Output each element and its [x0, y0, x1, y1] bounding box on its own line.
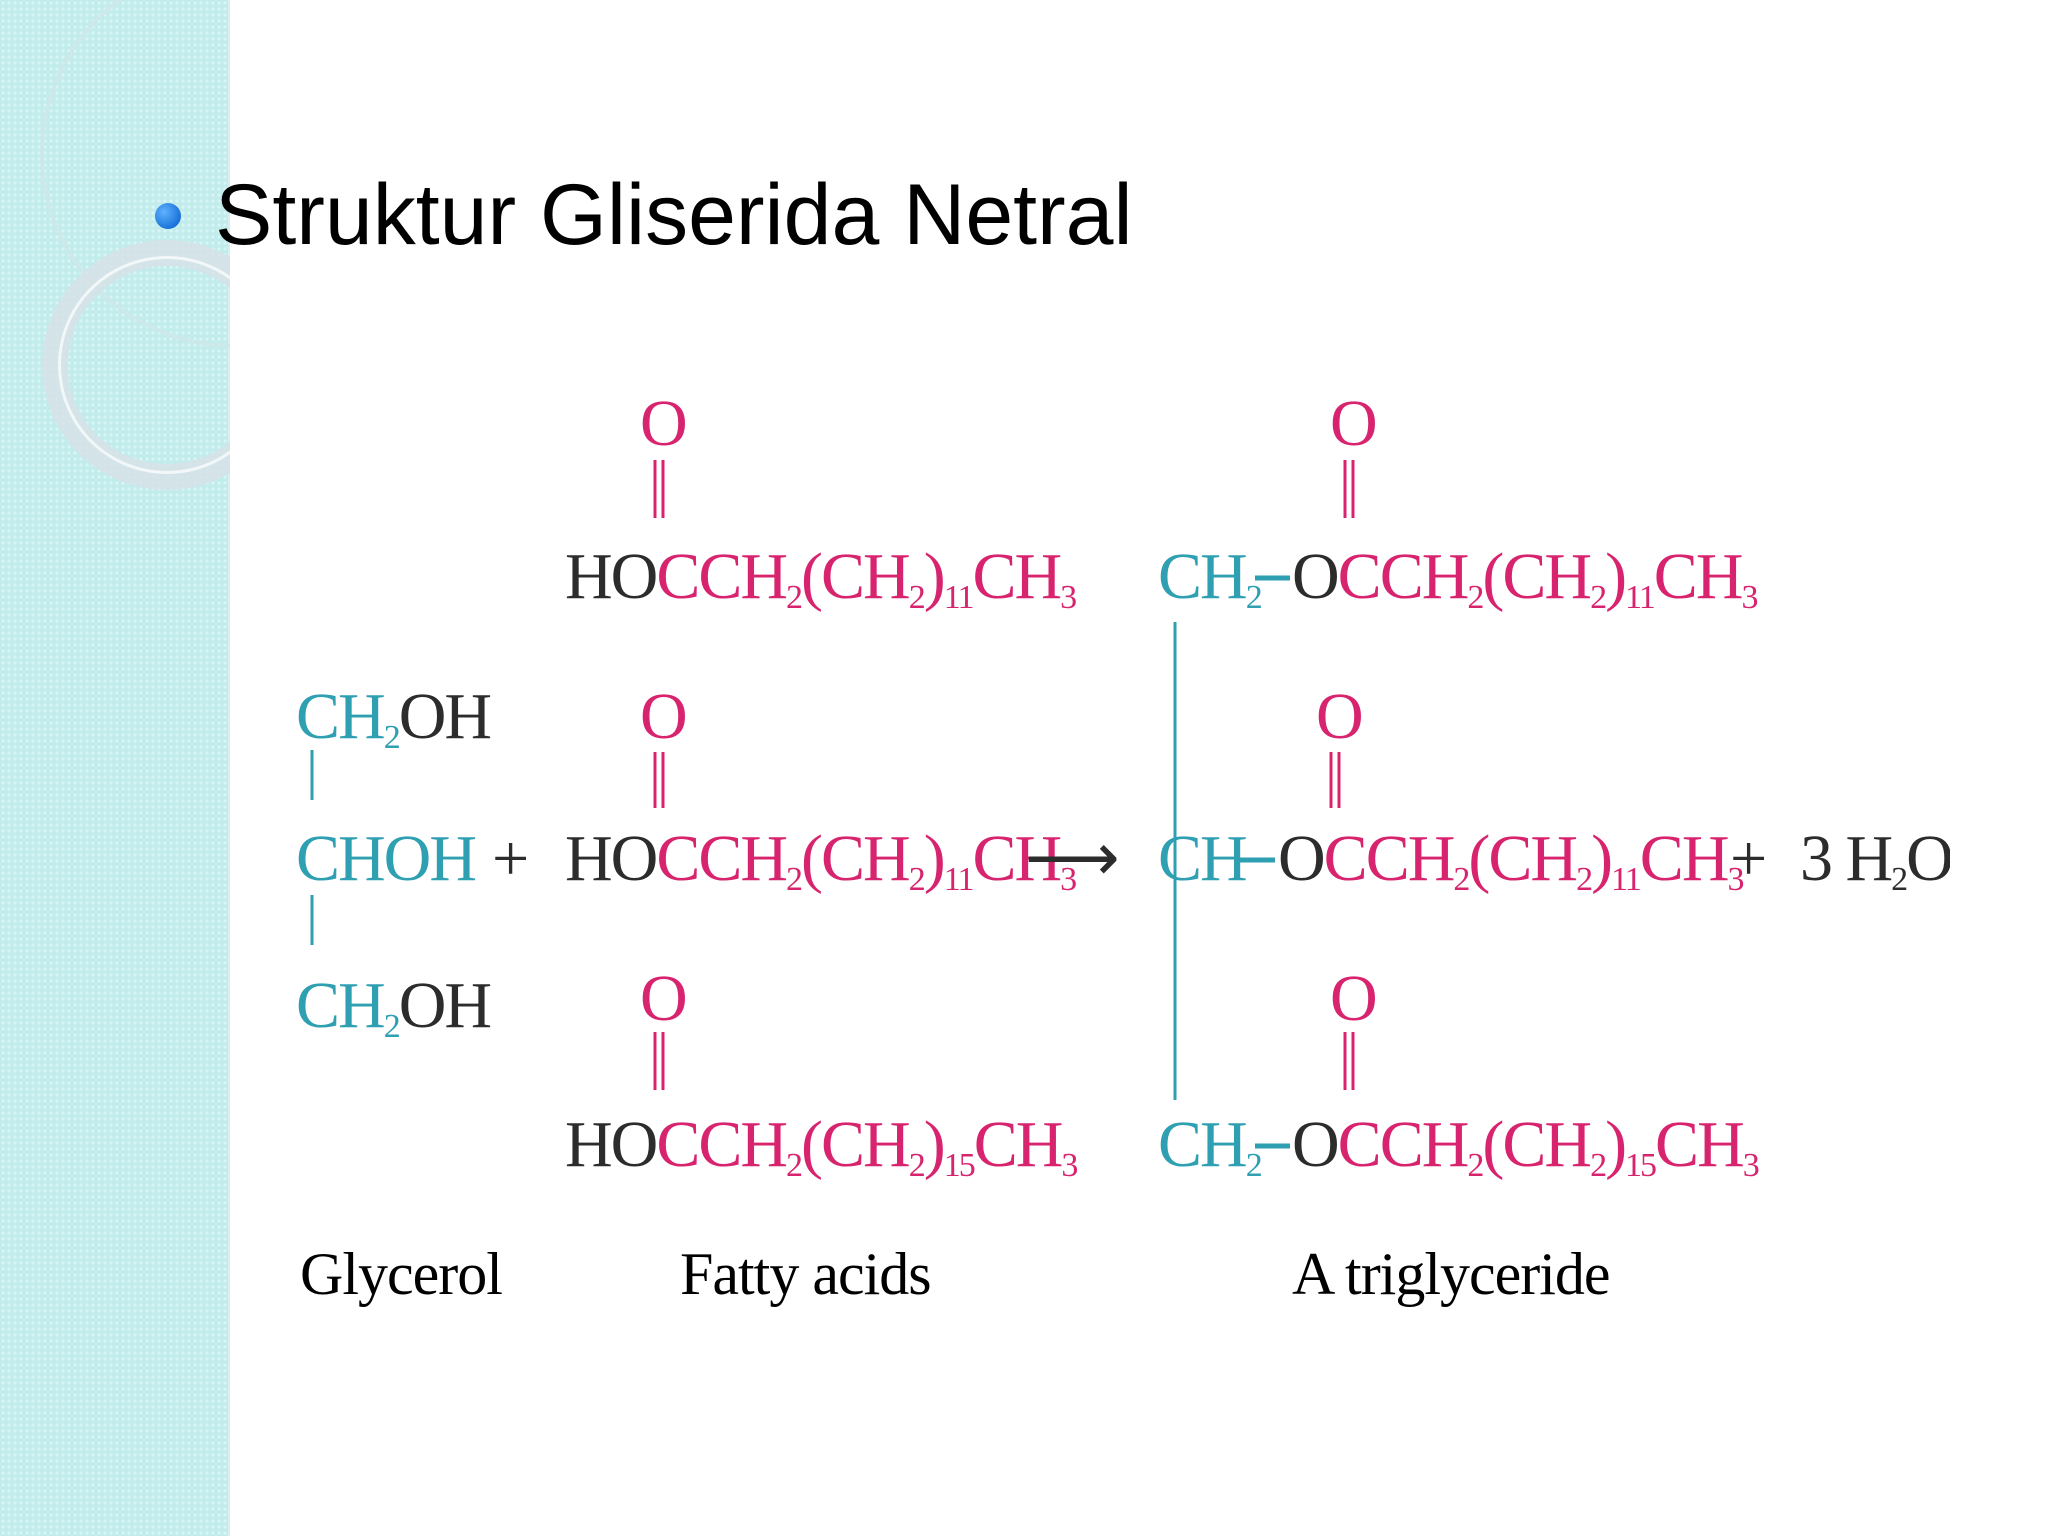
- slide-title: Struktur Gliserida Netral: [215, 167, 1133, 263]
- plus-sign-1: +: [492, 822, 527, 895]
- fatty-acids: O HOCCH2(CH2)11CH3 O HOCCH2(CH2)11CH3 O …: [565, 387, 1079, 1307]
- triglyceride-backbone-3: CH2: [1158, 1108, 1262, 1184]
- fatty-acid-3: HOCCH2(CH2)15CH3: [565, 1108, 1077, 1184]
- fatty-acid-2: HOCCH2(CH2)11CH3: [565, 822, 1076, 898]
- plus-sign-2: +: [1730, 822, 1765, 895]
- triglyceride: O CH2 OCCH2(CH2)11CH3 O CH OCCH2(CH2)11C…: [1158, 387, 1761, 1307]
- triglyceride-2-oxygen: O: [1316, 680, 1362, 753]
- triglyceride-chain-2: OCCH2(CH2)11CH3: [1278, 822, 1743, 898]
- fatty-acids-label: Fatty acids: [680, 1241, 931, 1307]
- fatty-acid-2-oxygen: O: [640, 680, 686, 753]
- triglyceride-chain-3: OCCH2(CH2)15CH3: [1292, 1108, 1759, 1184]
- glycerol-row-1: CH2OH: [296, 680, 490, 756]
- triglyceride-1-oxygen: O: [1330, 387, 1376, 460]
- triglyceride-backbone-2: CH: [1158, 822, 1246, 895]
- slide-content-area: [230, 0, 2048, 1536]
- triglyceride-label: A triglyceride: [1292, 1241, 1610, 1307]
- esterification-diagram: CH2OH CHOH CH2OH Glycerol + O HOCCH2(CH2…: [296, 387, 1950, 1307]
- glycerol-row-3: CH2OH: [296, 969, 490, 1045]
- reaction-arrow: ⟶: [1025, 822, 1118, 895]
- fatty-acid-1: HOCCH2(CH2)11CH3: [565, 540, 1076, 616]
- glycerol-row-2: CHOH: [296, 822, 475, 895]
- fatty-acid-1-oxygen: O: [640, 387, 686, 460]
- triglyceride-3-oxygen: O: [1330, 962, 1376, 1035]
- bullet-dot-icon: [155, 203, 181, 229]
- glycerol: CH2OH CHOH CH2OH Glycerol: [296, 680, 503, 1307]
- triglyceride-chain-1: OCCH2(CH2)11CH3: [1292, 540, 1757, 616]
- glycerol-label: Glycerol: [300, 1241, 502, 1307]
- fatty-acid-3-oxygen: O: [640, 962, 686, 1035]
- triglyceride-backbone-1: CH2: [1158, 540, 1262, 616]
- water: 3 H2O: [1800, 822, 1950, 898]
